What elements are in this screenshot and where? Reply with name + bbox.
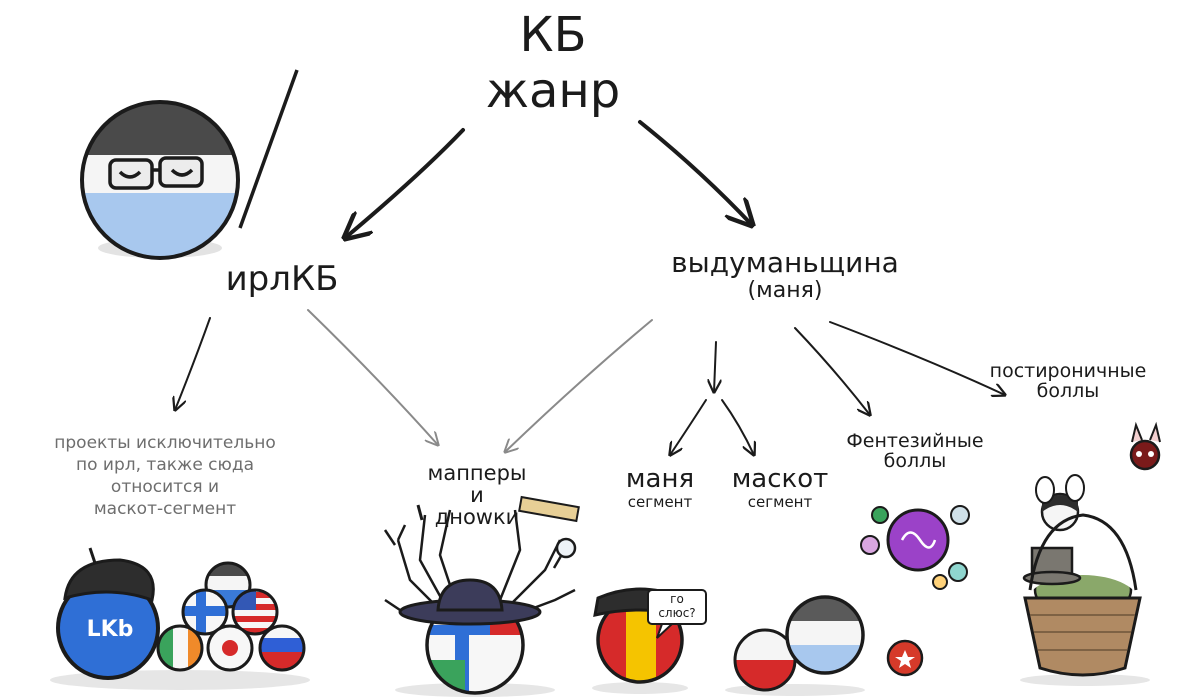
desc-line-1: проекты исключительно xyxy=(54,433,276,453)
arrow-irl-to-mappers xyxy=(307,309,438,445)
ironic-line-2: боллы xyxy=(1036,379,1100,402)
irl-description: проекты исключительно по ирл, также сюда… xyxy=(54,432,275,520)
magnifier-icon xyxy=(552,537,577,569)
beret-icon xyxy=(63,558,155,602)
fantasy-balls xyxy=(860,505,970,590)
ironic-balls-label: постироничные боллы xyxy=(989,360,1147,402)
wide-hat-icon xyxy=(398,578,542,626)
speech-line-1: го xyxy=(670,592,684,606)
kuban-ball-with-papakha xyxy=(592,587,707,694)
arrow-irl-to-desc xyxy=(175,317,211,410)
mini-ball-russia xyxy=(258,624,306,672)
bee-ball xyxy=(1035,474,1085,532)
manya-label: маня xyxy=(625,464,695,494)
mappers-line-2: и xyxy=(470,483,484,508)
estonia-ball-with-glasses xyxy=(80,69,299,260)
arrow-to-fictional xyxy=(638,120,752,225)
desc-line-4: маскот-сегмент xyxy=(93,499,237,520)
mappers-line-3: дноwки xyxy=(434,505,520,530)
basket-icon xyxy=(1023,596,1142,677)
speech-bubble xyxy=(647,589,707,639)
fantasy-balls-label: Фентезийные боллы xyxy=(846,430,984,472)
pen-icon xyxy=(416,504,424,521)
lkb-mascot-ball xyxy=(56,547,160,680)
arrow-fict-to-fork xyxy=(714,341,716,392)
ironic-line-1: постироничные xyxy=(989,360,1147,382)
mascot-segment-label: маскот сегмент xyxy=(731,464,829,512)
mini-ball-japan xyxy=(206,624,254,672)
desc-line-2: по ирл, также сюда xyxy=(75,455,255,476)
mappers-label: мапперы и дноwки xyxy=(427,462,526,528)
node-fictional-line-1: выдуманьщина xyxy=(671,246,899,279)
lkb-logo-text: LKb xyxy=(86,617,134,642)
node-fictional: выдуманьщина (маня) xyxy=(671,246,899,304)
title-line-2: жанр xyxy=(485,63,621,120)
post-ironic-basket-group xyxy=(1020,421,1161,686)
manya-sub: сегмент xyxy=(627,493,693,512)
mini-ball-ireland xyxy=(156,624,204,672)
mapper-ball-with-arms xyxy=(383,495,580,697)
arrow-fict-to-mappers xyxy=(505,319,653,452)
fantasy-line-2: боллы xyxy=(883,449,947,472)
mascot-label: маскот xyxy=(731,464,829,494)
node-fictional-line-2: (маня) xyxy=(747,278,823,304)
sunglasses-icon xyxy=(108,156,204,190)
bunny-ball xyxy=(1129,421,1161,471)
star-icon xyxy=(895,650,915,668)
tree-arrows xyxy=(175,120,1005,455)
speech-line-2: слюс? xyxy=(658,606,696,621)
arrow-to-irl xyxy=(345,128,465,238)
title-line-1: КБ xyxy=(519,7,587,63)
mascot-segment-balls xyxy=(725,595,924,696)
fantasy-line-1: Фентезийные xyxy=(846,430,984,452)
ruler-icon xyxy=(518,495,580,523)
mini-ball-finland xyxy=(181,588,229,636)
lkb-ball-group xyxy=(50,547,310,690)
mini-ball-usa xyxy=(231,588,279,636)
mappers-line-1: мапперы xyxy=(427,461,527,485)
pointer-stick-icon xyxy=(238,69,299,229)
arrow-fict-to-ironic xyxy=(829,321,1005,395)
desc-line-3: относится и xyxy=(110,477,220,498)
diagram-title: КБ жанр xyxy=(486,10,621,117)
mascot-sub: сегмент xyxy=(747,493,813,512)
arrow-fict-to-fantasy xyxy=(794,327,870,415)
arrow-fork-to-manya xyxy=(670,399,707,455)
rune-icon xyxy=(900,531,937,549)
node-irl: ирлКБ xyxy=(225,259,339,299)
arrow-fork-to-mascot xyxy=(721,399,754,455)
speech-bubble-text: го слюс? xyxy=(658,592,695,621)
manya-segment-label: маня сегмент xyxy=(625,464,695,512)
